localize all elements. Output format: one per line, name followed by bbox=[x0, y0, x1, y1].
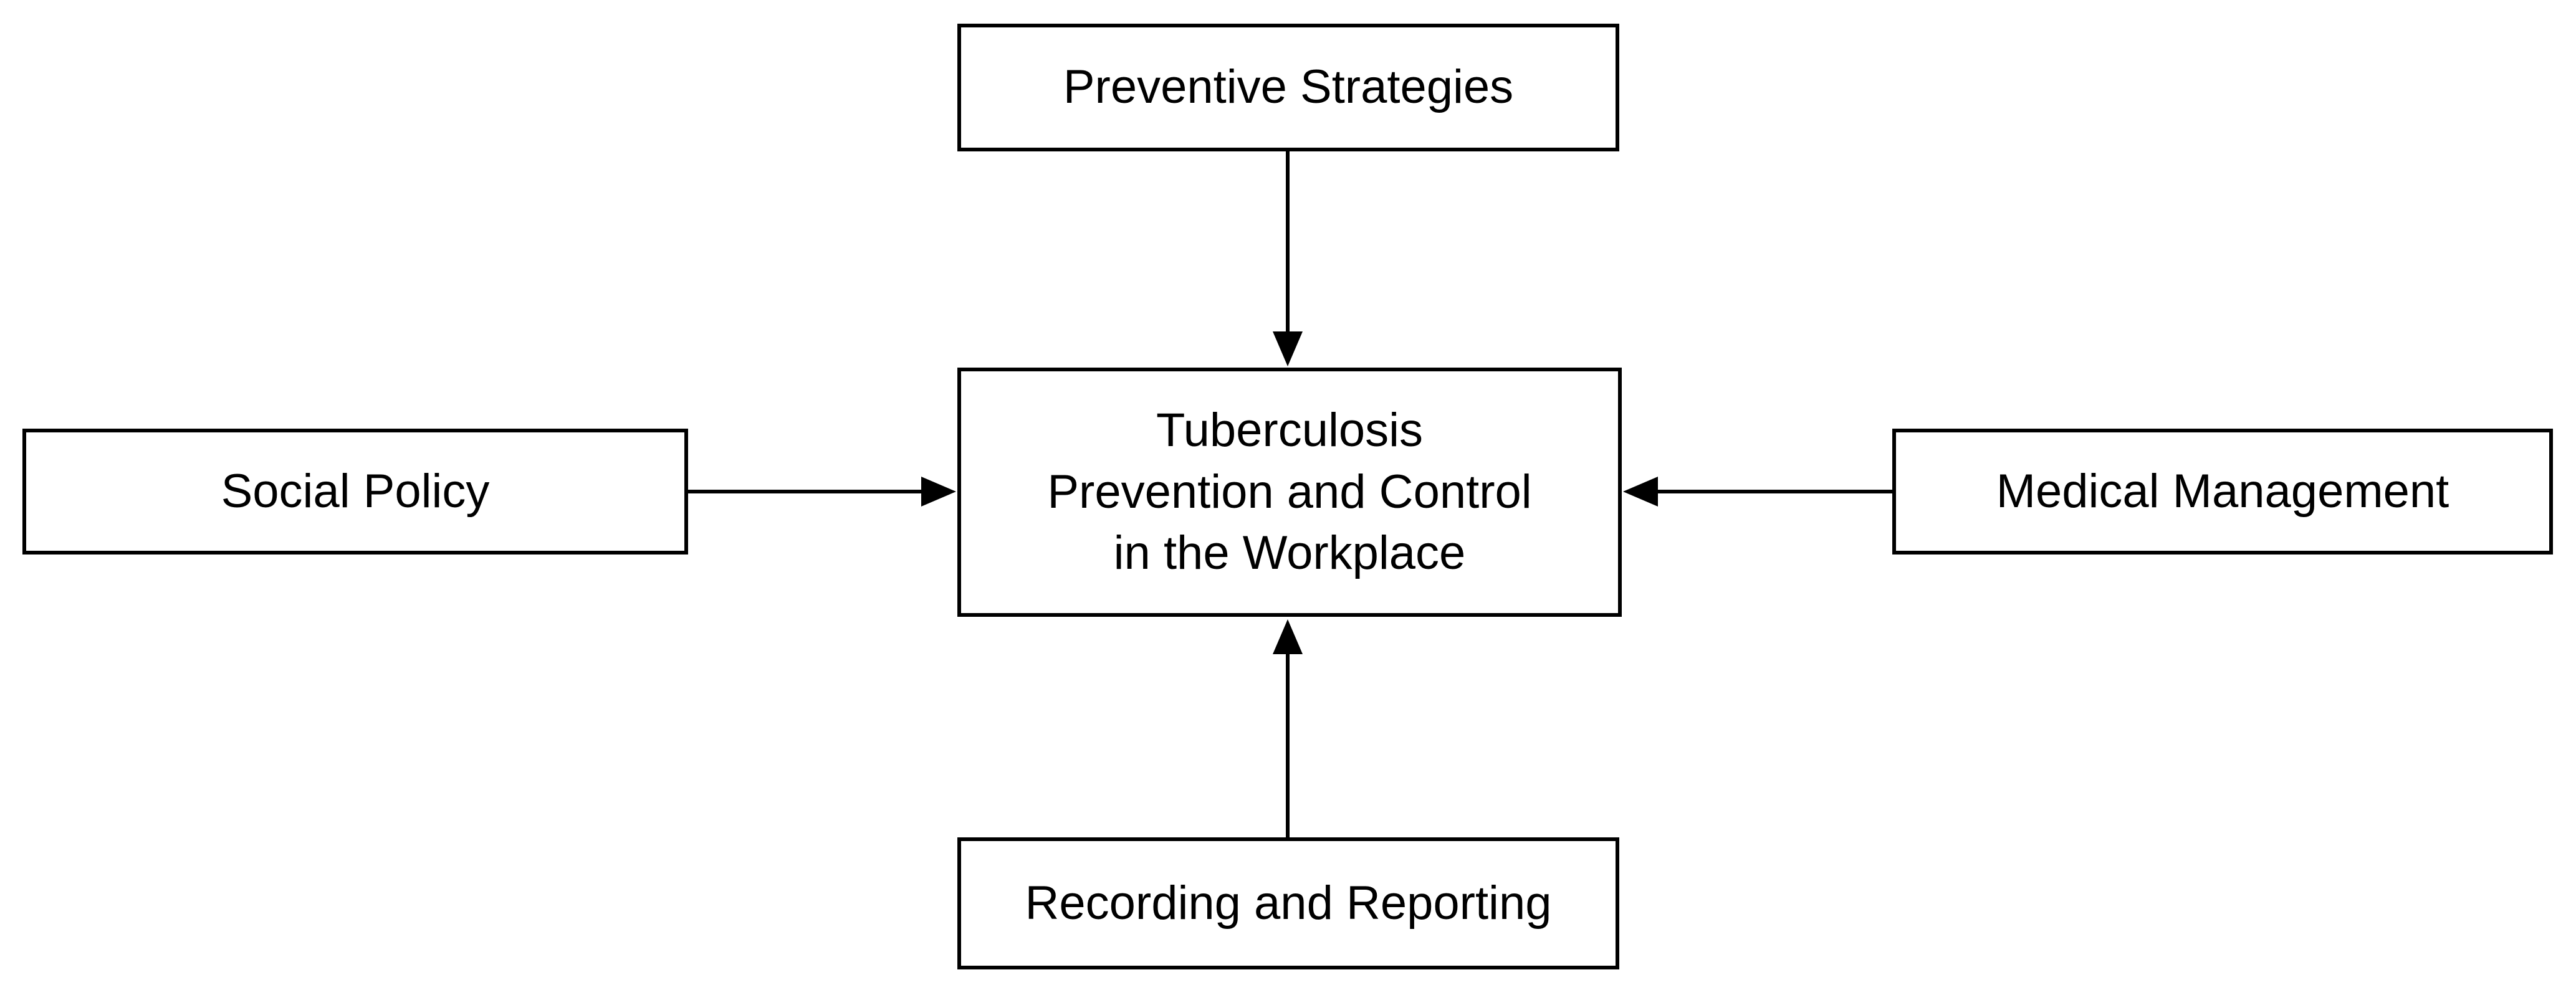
node-social-policy-label: Social Policy bbox=[221, 464, 490, 518]
node-medical-management-label: Medical Management bbox=[1996, 464, 2449, 518]
node-social-policy: Social Policy bbox=[22, 429, 688, 554]
node-medical-management: Medical Management bbox=[1892, 429, 2553, 554]
arrow-medical-management-to-center bbox=[1623, 477, 1892, 507]
arrow-social-policy-to-center bbox=[688, 477, 956, 507]
node-recording-reporting-label: Recording and Reporting bbox=[1025, 876, 1552, 930]
node-recording-reporting: Recording and Reporting bbox=[957, 837, 1619, 969]
arrow-recording-to-center bbox=[1273, 619, 1303, 837]
node-preventive-strategies-label: Preventive Strategies bbox=[1063, 60, 1514, 114]
node-tuberculosis-prevention-center: Tuberculosis Prevention and Control in t… bbox=[957, 368, 1622, 617]
arrowhead-down-icon bbox=[1273, 331, 1303, 366]
arrowhead-left-icon bbox=[1623, 477, 1658, 507]
node-tuberculosis-prevention-center-label: Tuberculosis Prevention and Control in t… bbox=[1047, 403, 1532, 580]
arrowhead-up-icon bbox=[1273, 619, 1303, 654]
arrow-preventive-to-center bbox=[1273, 151, 1303, 366]
node-preventive-strategies: Preventive Strategies bbox=[957, 24, 1619, 151]
arrowhead-right-icon bbox=[921, 477, 956, 507]
